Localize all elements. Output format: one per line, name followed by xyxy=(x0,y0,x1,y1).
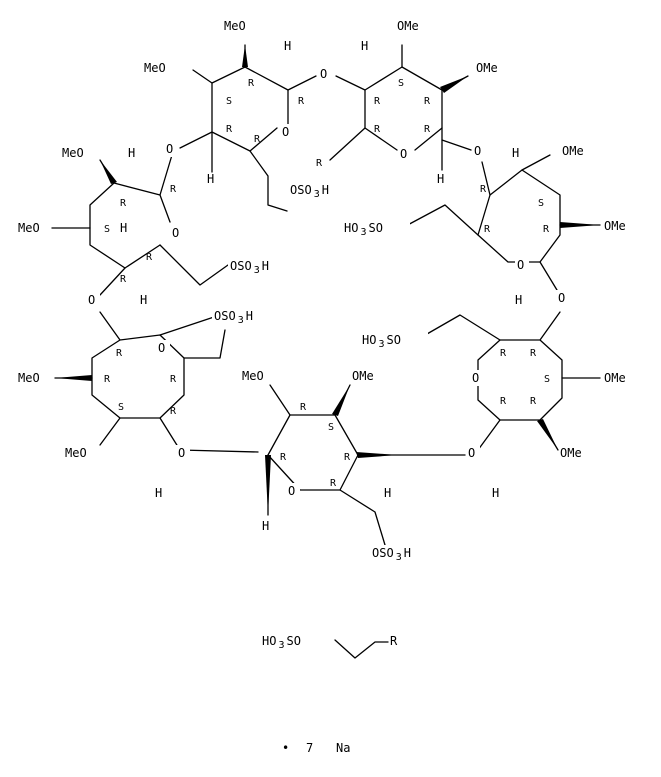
label-oxygen: O xyxy=(474,144,481,158)
stereo-label: R xyxy=(280,452,287,463)
stereo-label: R xyxy=(300,402,307,413)
stereo-label: S xyxy=(544,374,550,385)
stereo-label: R xyxy=(424,96,431,107)
label-oxygen: O xyxy=(282,125,289,139)
label-hydrogen: H xyxy=(207,172,214,186)
stereo-label: R xyxy=(120,274,127,285)
stereo-label: R xyxy=(248,78,255,89)
stereo-label: R xyxy=(374,96,381,107)
stereo-label: R xyxy=(146,252,153,263)
label-hydrogen: H xyxy=(262,519,269,533)
stereo-label: S xyxy=(538,198,544,209)
stereo-label: S xyxy=(398,78,404,89)
label-oxygen: O xyxy=(400,147,407,161)
label-methoxy: MeO xyxy=(242,369,264,383)
stereo-label: R xyxy=(170,374,177,385)
stereo-label: R xyxy=(170,184,177,195)
label-hydrogen: H xyxy=(384,486,391,500)
stereo-label: R xyxy=(330,478,337,489)
substituent-r-label: R xyxy=(390,634,398,648)
stereo-label: R xyxy=(484,224,491,235)
stereo-label: R xyxy=(226,124,233,135)
label-oxygen: O xyxy=(320,67,327,81)
stereo-label: R xyxy=(424,124,431,135)
label-hydrogen: H xyxy=(361,39,368,53)
bond-lines xyxy=(51,44,601,659)
label-methoxy: OMe xyxy=(604,219,626,233)
label-oxygen: O xyxy=(517,258,524,272)
stereo-label: R xyxy=(298,96,305,107)
stereo-label: S xyxy=(118,402,124,413)
wedge-bond xyxy=(440,76,468,93)
label-methoxy: OMe xyxy=(352,369,374,383)
stereo-label: R xyxy=(316,158,323,169)
label-methoxy: MeO xyxy=(224,19,246,33)
label-methoxy: MeO xyxy=(144,61,166,75)
stereo-label: R xyxy=(480,184,487,195)
stereo-descriptors: R S R R R S R R R R R R R S R R R S R R … xyxy=(104,78,550,489)
label-oxygen: O xyxy=(172,226,179,240)
stereo-label: R xyxy=(374,124,381,135)
label-hydrogen: H xyxy=(437,172,444,186)
stereo-wedges xyxy=(55,45,600,515)
label-hydrogen: H xyxy=(284,39,291,53)
label-oxygen: O xyxy=(288,484,295,498)
wedge-bond xyxy=(356,452,398,458)
wedge-bond xyxy=(537,419,558,450)
label-hydrogen: H xyxy=(512,146,519,160)
stereo-label: R xyxy=(500,348,507,359)
label-hydrogen: H xyxy=(492,486,499,500)
label-methoxy: OMe xyxy=(562,144,584,158)
stereo-label: R xyxy=(500,396,507,407)
stereo-label: S xyxy=(328,422,334,433)
label-oxygen: O xyxy=(166,142,173,156)
stereo-label: R xyxy=(170,406,177,417)
stereo-label: R xyxy=(530,348,537,359)
wedge-bond xyxy=(100,160,117,184)
stereo-label: R xyxy=(104,374,111,385)
stereo-label: R xyxy=(543,224,550,235)
wedge-bond xyxy=(332,385,350,416)
label-oxygen: O xyxy=(472,371,479,385)
label-oxygen: O xyxy=(558,291,565,305)
label-methoxy: OMe xyxy=(476,61,498,75)
label-hydrogen: H xyxy=(515,293,522,307)
salt-count: 7 xyxy=(306,741,313,755)
wedge-bond xyxy=(265,455,271,515)
label-methoxy: OMe xyxy=(604,371,626,385)
label-hydrogen: H xyxy=(140,293,147,307)
stereo-label: R xyxy=(116,348,123,359)
wedge-bond xyxy=(242,45,248,67)
label-methoxy: MeO xyxy=(18,371,40,385)
stereo-label: R xyxy=(344,452,351,463)
stereo-label: R xyxy=(120,198,127,209)
label-hydrogen: H xyxy=(128,146,135,160)
label-methoxy: MeO xyxy=(18,221,40,235)
stereo-label: R xyxy=(530,396,537,407)
label-methoxy: OMe xyxy=(397,19,419,33)
label-methoxy: MeO xyxy=(65,446,87,460)
label-hydrogen: H xyxy=(155,486,162,500)
label-methoxy: MeO xyxy=(62,146,84,160)
label-oxygen: O xyxy=(158,341,165,355)
stereo-label: S xyxy=(104,224,110,235)
label-hydrogen: H xyxy=(120,221,127,235)
stereo-label: R xyxy=(254,134,261,145)
label-methoxy: OMe xyxy=(560,446,582,460)
label-oxygen: O xyxy=(468,446,475,460)
salt-dot: • xyxy=(282,741,289,755)
label-oxygen: O xyxy=(88,293,95,307)
wedge-bond xyxy=(560,222,600,228)
label-oxygen: O xyxy=(178,446,185,460)
wedge-bond xyxy=(55,375,92,381)
stereo-label: S xyxy=(226,96,232,107)
salt-element: Na xyxy=(336,741,350,755)
